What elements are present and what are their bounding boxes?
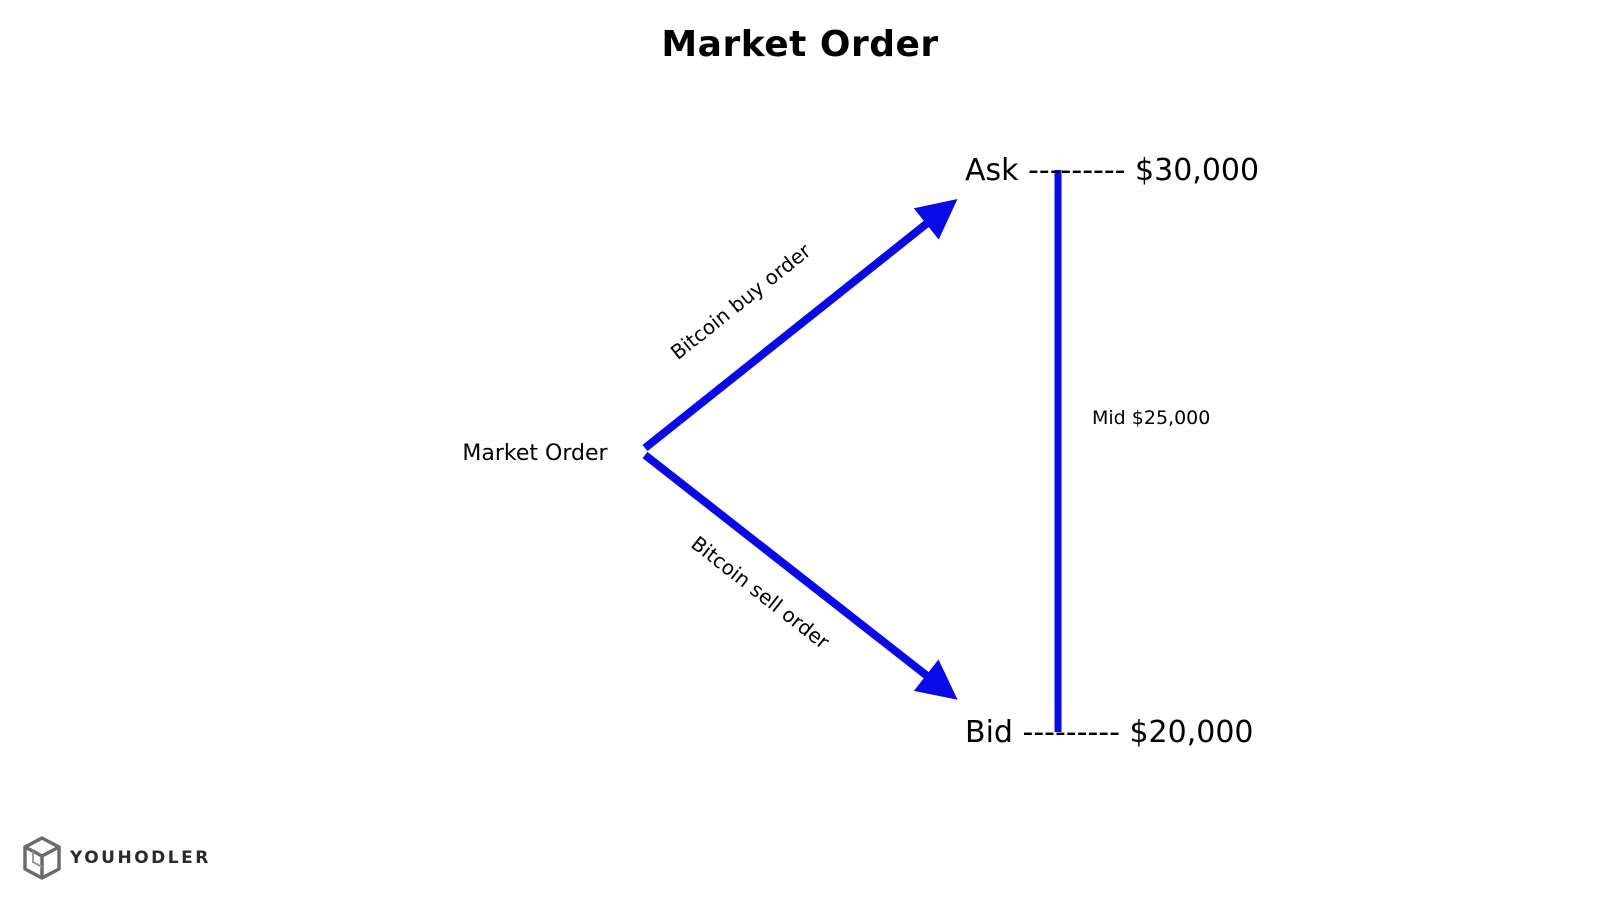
sell-arrow [642,451,958,700]
mid-price-label: Mid $25,000 [1092,407,1210,429]
youhodler-cube-icon [23,836,61,880]
buy-arrow [642,199,958,452]
bid-price-label: Bid --------- $20,000 [965,715,1254,750]
brand-logo: YOUHODLER [22,836,211,880]
brand-name: YOUHODLER [70,848,211,868]
page-title: Market Order [661,24,939,65]
market-order-label: Market Order [462,441,608,466]
buy-order-label: Bitcoin buy order [666,238,816,364]
ask-price-label: Ask --------- $30,000 [965,153,1259,188]
